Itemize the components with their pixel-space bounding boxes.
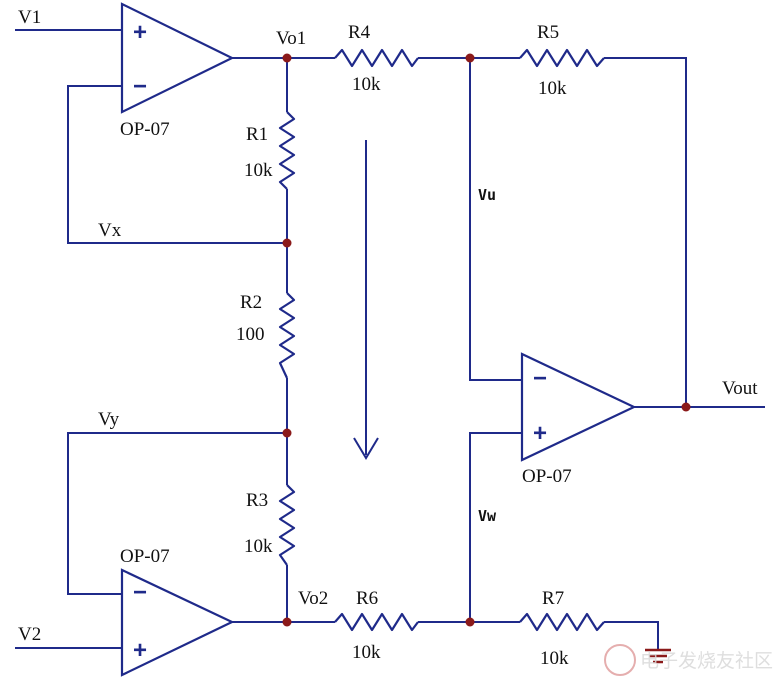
opamp-1-minus-sign: − xyxy=(133,73,147,100)
opamp-2-label: OP-07 xyxy=(120,546,170,567)
vo2-junction xyxy=(282,617,292,627)
r1-value: 10k xyxy=(244,160,273,181)
r3-resistor xyxy=(278,484,296,566)
vw-label: Vw xyxy=(478,507,497,525)
vy-junction xyxy=(282,428,292,438)
r6-name: R6 xyxy=(356,588,378,609)
watermark-text: 电子发烧友社区 xyxy=(640,650,773,672)
vx-label: Vx xyxy=(98,220,122,241)
r4-resistor xyxy=(334,48,419,68)
v1-label: V1 xyxy=(18,7,41,28)
r7-resistor xyxy=(519,612,605,632)
r1-resistor xyxy=(278,111,296,190)
vo1-junction xyxy=(282,53,292,63)
r2-resistor xyxy=(278,292,296,379)
vw-wire xyxy=(469,432,522,622)
r2-value: 100 xyxy=(236,324,265,345)
r7-ground-wire xyxy=(604,621,659,650)
r5-feedback-wire xyxy=(604,57,687,407)
opamp-1-plus-sign: + xyxy=(133,19,147,46)
vy-label: Vy xyxy=(98,409,120,430)
r4-r5-junction xyxy=(465,53,475,63)
opamp-2-plus-sign: + xyxy=(133,637,147,664)
r7-name: R7 xyxy=(542,588,564,609)
v2-label: V2 xyxy=(18,624,41,645)
vu-label: Vu xyxy=(478,186,496,204)
vx-feedback-wire xyxy=(67,85,287,244)
vu-wire xyxy=(469,58,522,381)
r4-name: R4 xyxy=(348,22,371,43)
vo1-label: Vo1 xyxy=(276,28,306,49)
current-arrow xyxy=(353,140,379,460)
r3-name: R3 xyxy=(246,490,268,511)
r6-value: 10k xyxy=(352,642,381,663)
r6-r7-junction xyxy=(465,617,475,627)
r5-name: R5 xyxy=(537,22,559,43)
ground-icon xyxy=(645,648,671,664)
opamp-3-minus-sign: − xyxy=(533,365,547,392)
opamp-3: − + xyxy=(520,352,637,462)
vx-junction xyxy=(282,238,292,248)
r1-name: R1 xyxy=(246,124,268,145)
opamp-1: + − xyxy=(120,2,235,114)
opamp-3-label: OP-07 xyxy=(522,466,572,487)
vy-feedback-wire xyxy=(67,432,287,595)
opamp-1-label: OP-07 xyxy=(120,119,170,140)
r7-value: 10k xyxy=(540,648,569,669)
vout-junction xyxy=(681,402,691,412)
r5-value: 10k xyxy=(538,78,567,99)
watermark: 电子发烧友社区 xyxy=(604,644,773,676)
r2-name: R2 xyxy=(240,292,262,313)
r3-value: 10k xyxy=(244,536,273,557)
opamp-2: − + xyxy=(120,568,235,677)
vo2-label: Vo2 xyxy=(298,588,328,609)
vout-label: Vout xyxy=(722,378,758,399)
opamp-2-minus-sign: − xyxy=(133,579,147,606)
r4-value: 10k xyxy=(352,74,381,95)
r5-resistor xyxy=(519,48,605,68)
opamp-3-plus-sign: + xyxy=(533,420,547,447)
r6-resistor xyxy=(334,612,419,632)
